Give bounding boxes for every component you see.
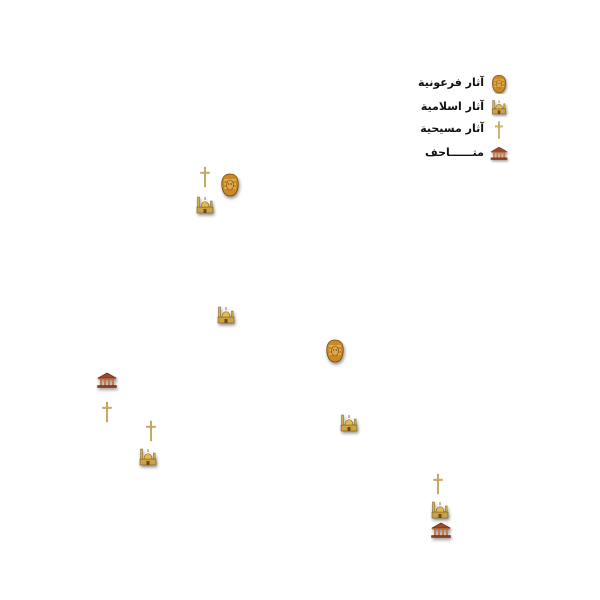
legend-label-museum: متــــــاحف — [424, 146, 484, 159]
pharaoh-mask-icon — [492, 74, 506, 94]
mosque-icon[interactable] — [340, 414, 358, 432]
mosque-icon[interactable] — [217, 306, 235, 324]
site-markers — [97, 166, 451, 538]
pharaoh-mask-icon[interactable] — [221, 173, 239, 197]
legend-item-christian: آثار مسيحية — [380, 120, 510, 140]
cross-icon[interactable] — [146, 420, 156, 442]
cross-icon[interactable] — [433, 473, 443, 495]
cross-icon[interactable] — [200, 166, 210, 188]
legend-item-museum: متــــــاحف — [380, 144, 510, 164]
mosque-icon — [491, 99, 507, 115]
mosque-icon[interactable] — [196, 196, 214, 214]
legend-item-islamic: آثار اسلامية — [380, 98, 510, 118]
mosque-icon[interactable] — [431, 501, 449, 519]
legend-label-pharaonic: آثار فرعونية — [418, 76, 484, 89]
museum-icon[interactable] — [431, 522, 451, 538]
cross-icon[interactable] — [102, 401, 112, 423]
legend-label-islamic: آثار اسلامية — [420, 100, 484, 113]
pharaoh-mask-icon[interactable] — [326, 339, 344, 363]
legend-label-christian: آثار مسيحية — [420, 122, 484, 135]
mosque-icon[interactable] — [139, 448, 157, 466]
legend-item-pharaonic: آثار فرعونية — [380, 74, 510, 94]
museum-icon — [490, 146, 508, 160]
museum-icon[interactable] — [97, 372, 117, 388]
cross-icon — [495, 121, 503, 139]
